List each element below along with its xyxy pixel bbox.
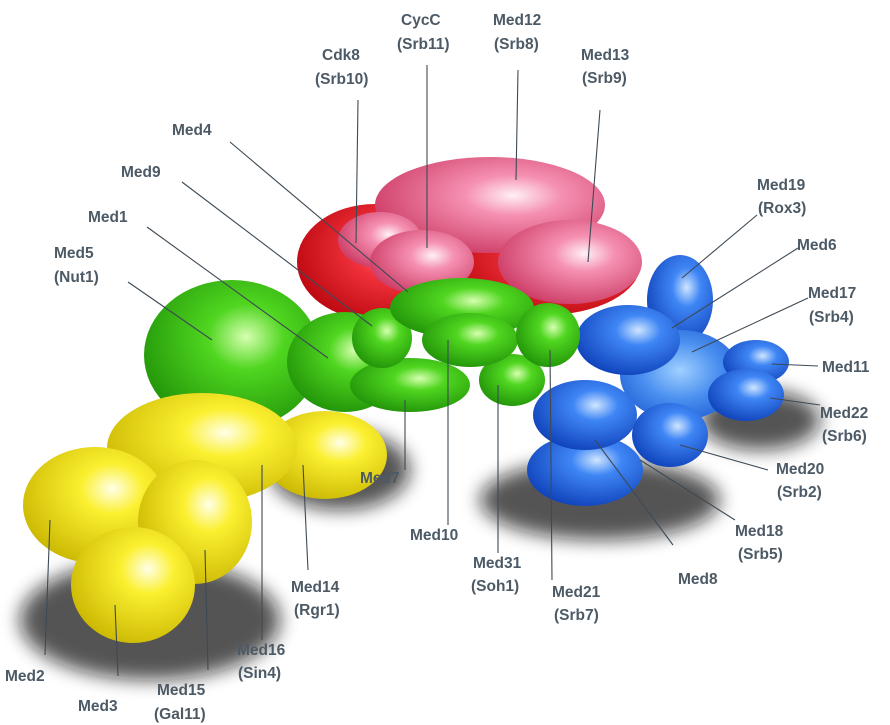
label-med17: Med17: [808, 285, 856, 302]
label-med1: Med1: [88, 209, 128, 226]
label-cycc: CycC: [401, 12, 441, 29]
label-med17-alias: (Srb4): [809, 309, 854, 326]
med21-subunit: [516, 303, 580, 367]
label-med12: Med12: [493, 12, 541, 29]
label-med19-alias: (Rox3): [758, 200, 806, 217]
label-cycc-alias: (Srb11): [397, 36, 450, 53]
label-med9: Med9: [121, 164, 161, 181]
label-med22: Med22: [820, 405, 868, 422]
label-med22-alias: (Srb6): [822, 428, 867, 445]
label-med6: Med6: [797, 237, 837, 254]
label-med18-alias: (Srb5): [738, 546, 783, 563]
label-med7: Med7: [360, 470, 400, 487]
label-cdk8: Cdk8: [322, 47, 360, 64]
label-med12-alias: (Srb8): [494, 36, 539, 53]
label-med3: Med3: [78, 698, 118, 715]
label-med31: Med31: [473, 555, 522, 572]
med20-subunit: [632, 403, 708, 467]
label-med20-alias: (Srb2): [777, 484, 822, 501]
med22-subunit: [708, 369, 784, 421]
label-med16-alias: (Sin4): [238, 665, 281, 682]
label-med21: Med21: [552, 584, 601, 601]
med10-subunit: [422, 313, 518, 367]
label-med5: Med5: [54, 245, 94, 262]
label-med2: Med2: [5, 668, 45, 685]
label-med11: Med11: [822, 359, 870, 376]
label-med20: Med20: [776, 461, 824, 478]
label-med14: Med14: [291, 579, 340, 596]
label-med31-alias: (Soh1): [471, 578, 519, 595]
label-med15-alias: (Gal11): [154, 706, 206, 723]
label-med18: Med18: [735, 523, 784, 540]
label-med10: Med10: [410, 527, 458, 544]
med6-subunit: [576, 305, 680, 375]
label-med16: Med16: [237, 642, 286, 659]
label-med13-alias: (Srb9): [582, 70, 627, 87]
label-med21-alias: (Srb7): [554, 607, 599, 624]
label-cdk8-alias: (Srb10): [315, 71, 368, 88]
med7-subunit: [350, 358, 470, 412]
label-med13: Med13: [581, 47, 630, 64]
label-med5-alias: (Nut1): [54, 269, 99, 286]
med8-subunit: [533, 380, 637, 450]
label-med19: Med19: [757, 177, 806, 194]
label-med4: Med4: [172, 122, 212, 139]
label-med15: Med15: [157, 682, 206, 699]
label-med8: Med8: [678, 571, 718, 588]
label-med14-alias: (Rgr1): [294, 602, 340, 619]
med3-subunit: [71, 527, 195, 643]
